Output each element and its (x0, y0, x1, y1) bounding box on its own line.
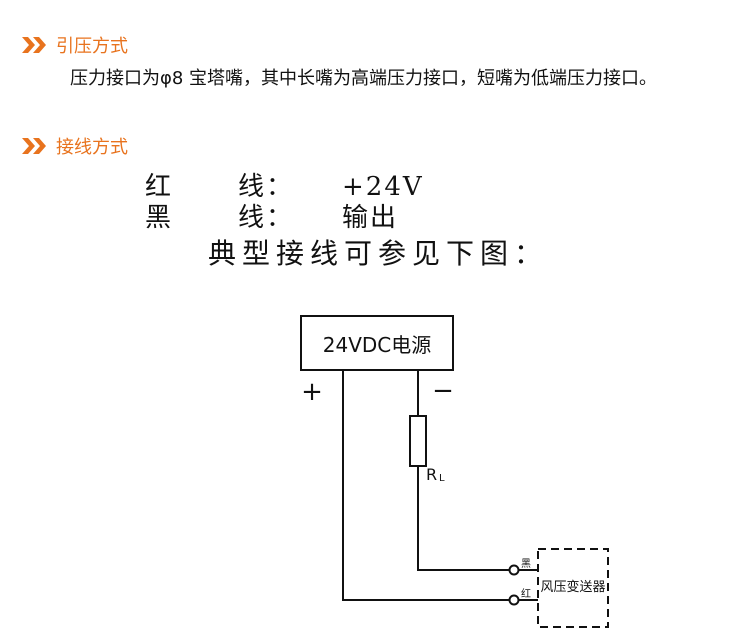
pressure-paragraph: 压力接口为φ8 宝塔嘴，其中长嘴为高端压力接口，短嘴为低端压力接口。 (28, 68, 728, 90)
resistor-label: R (426, 465, 437, 484)
wiring-red-row: 红 (145, 172, 173, 202)
wiring-red-value: +24V (342, 172, 424, 202)
section-title: 引压方式 (56, 36, 128, 57)
transmitter-box (537, 548, 609, 628)
load-resistor (409, 415, 427, 467)
minus-terminal: − (432, 376, 454, 406)
pressure-text: 压力接口为φ8 宝塔嘴，其中长嘴为高端压力接口，短嘴为低端压力接口。 (70, 68, 658, 89)
power-supply-label: 24VDC电源 (323, 333, 432, 357)
wire-value: 输出 (342, 203, 399, 233)
black-terminal (508, 564, 520, 576)
red-terminal (508, 594, 520, 606)
section-title: 接线方式 (56, 137, 128, 158)
black-terminal-label: 黑 (521, 558, 531, 570)
wiring-red-wire: 线： (238, 172, 294, 202)
typical-wiring-caption: 典型接线可参见下图： (208, 237, 549, 270)
wire-word: 线： (238, 203, 295, 233)
red-terminal-label: 红 (521, 587, 531, 600)
transmitter-label: 风压变送器 (540, 579, 605, 595)
plus-terminal: + (301, 377, 323, 407)
power-supply-box (300, 315, 454, 371)
double-chevron-icon (22, 37, 46, 53)
double-chevron-icon (22, 138, 46, 154)
resistor-subscript: L (439, 473, 445, 484)
wire-word: 线： (238, 172, 295, 202)
wiring-black-row: 黑 (145, 203, 173, 233)
wiring-black-value: 输出 (342, 203, 398, 233)
section-header-wiring: 接线方式 (22, 134, 128, 158)
section-header-pressure: 引压方式 (22, 33, 128, 57)
red-wire (342, 370, 510, 601)
black-wire-bottom (417, 466, 510, 571)
wire-color: 黑 (145, 203, 174, 233)
wire-value: +24V (342, 172, 424, 202)
wiring-black-wire: 线： (238, 203, 294, 233)
wire-color: 红 (145, 172, 174, 202)
